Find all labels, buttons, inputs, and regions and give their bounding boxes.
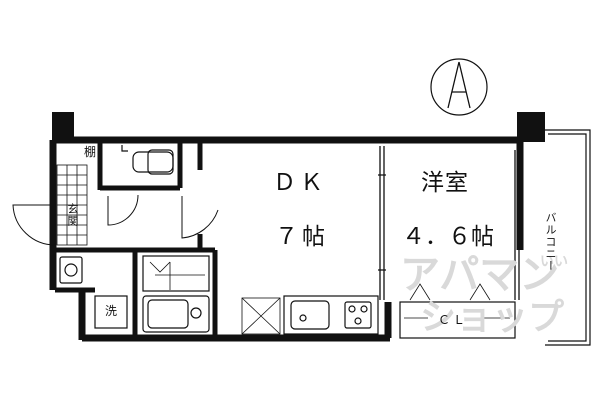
sliding-door-dk-western (378, 146, 386, 300)
toilet-door (107, 194, 139, 226)
watermark-logo-sub: ショップ (420, 297, 565, 338)
pillar-right (517, 112, 545, 142)
entrance-label: 玄関 (66, 203, 79, 227)
watermark-small: いい (540, 254, 568, 270)
pillar-left (52, 112, 74, 142)
western-room-size: ４．６帖 (402, 224, 494, 250)
laundry-label: 洗 (105, 304, 118, 318)
entrance-door (12, 204, 56, 246)
fridge-space (241, 297, 281, 335)
wash-basin (59, 256, 128, 329)
entrance-shelf (56, 164, 88, 246)
watermark-logo: アパマン (400, 252, 560, 298)
dk-room-name: ＤＫ (273, 170, 327, 196)
balcony-label: バルコニー (544, 212, 557, 272)
shelf-label: 棚 (84, 145, 97, 159)
toilet (121, 145, 174, 175)
compass (430, 58, 488, 116)
balcony-window (514, 150, 520, 300)
dk-door (181, 196, 219, 239)
closet (399, 283, 516, 339)
balcony (545, 129, 591, 346)
kitchen-counter (283, 295, 379, 335)
interior-walls (55, 143, 218, 338)
bathroom (142, 255, 210, 333)
closet-label: ＣＬ (438, 313, 469, 327)
dk-room-size: ７帖 (275, 224, 329, 250)
western-room-name: 洋室 (421, 170, 469, 196)
